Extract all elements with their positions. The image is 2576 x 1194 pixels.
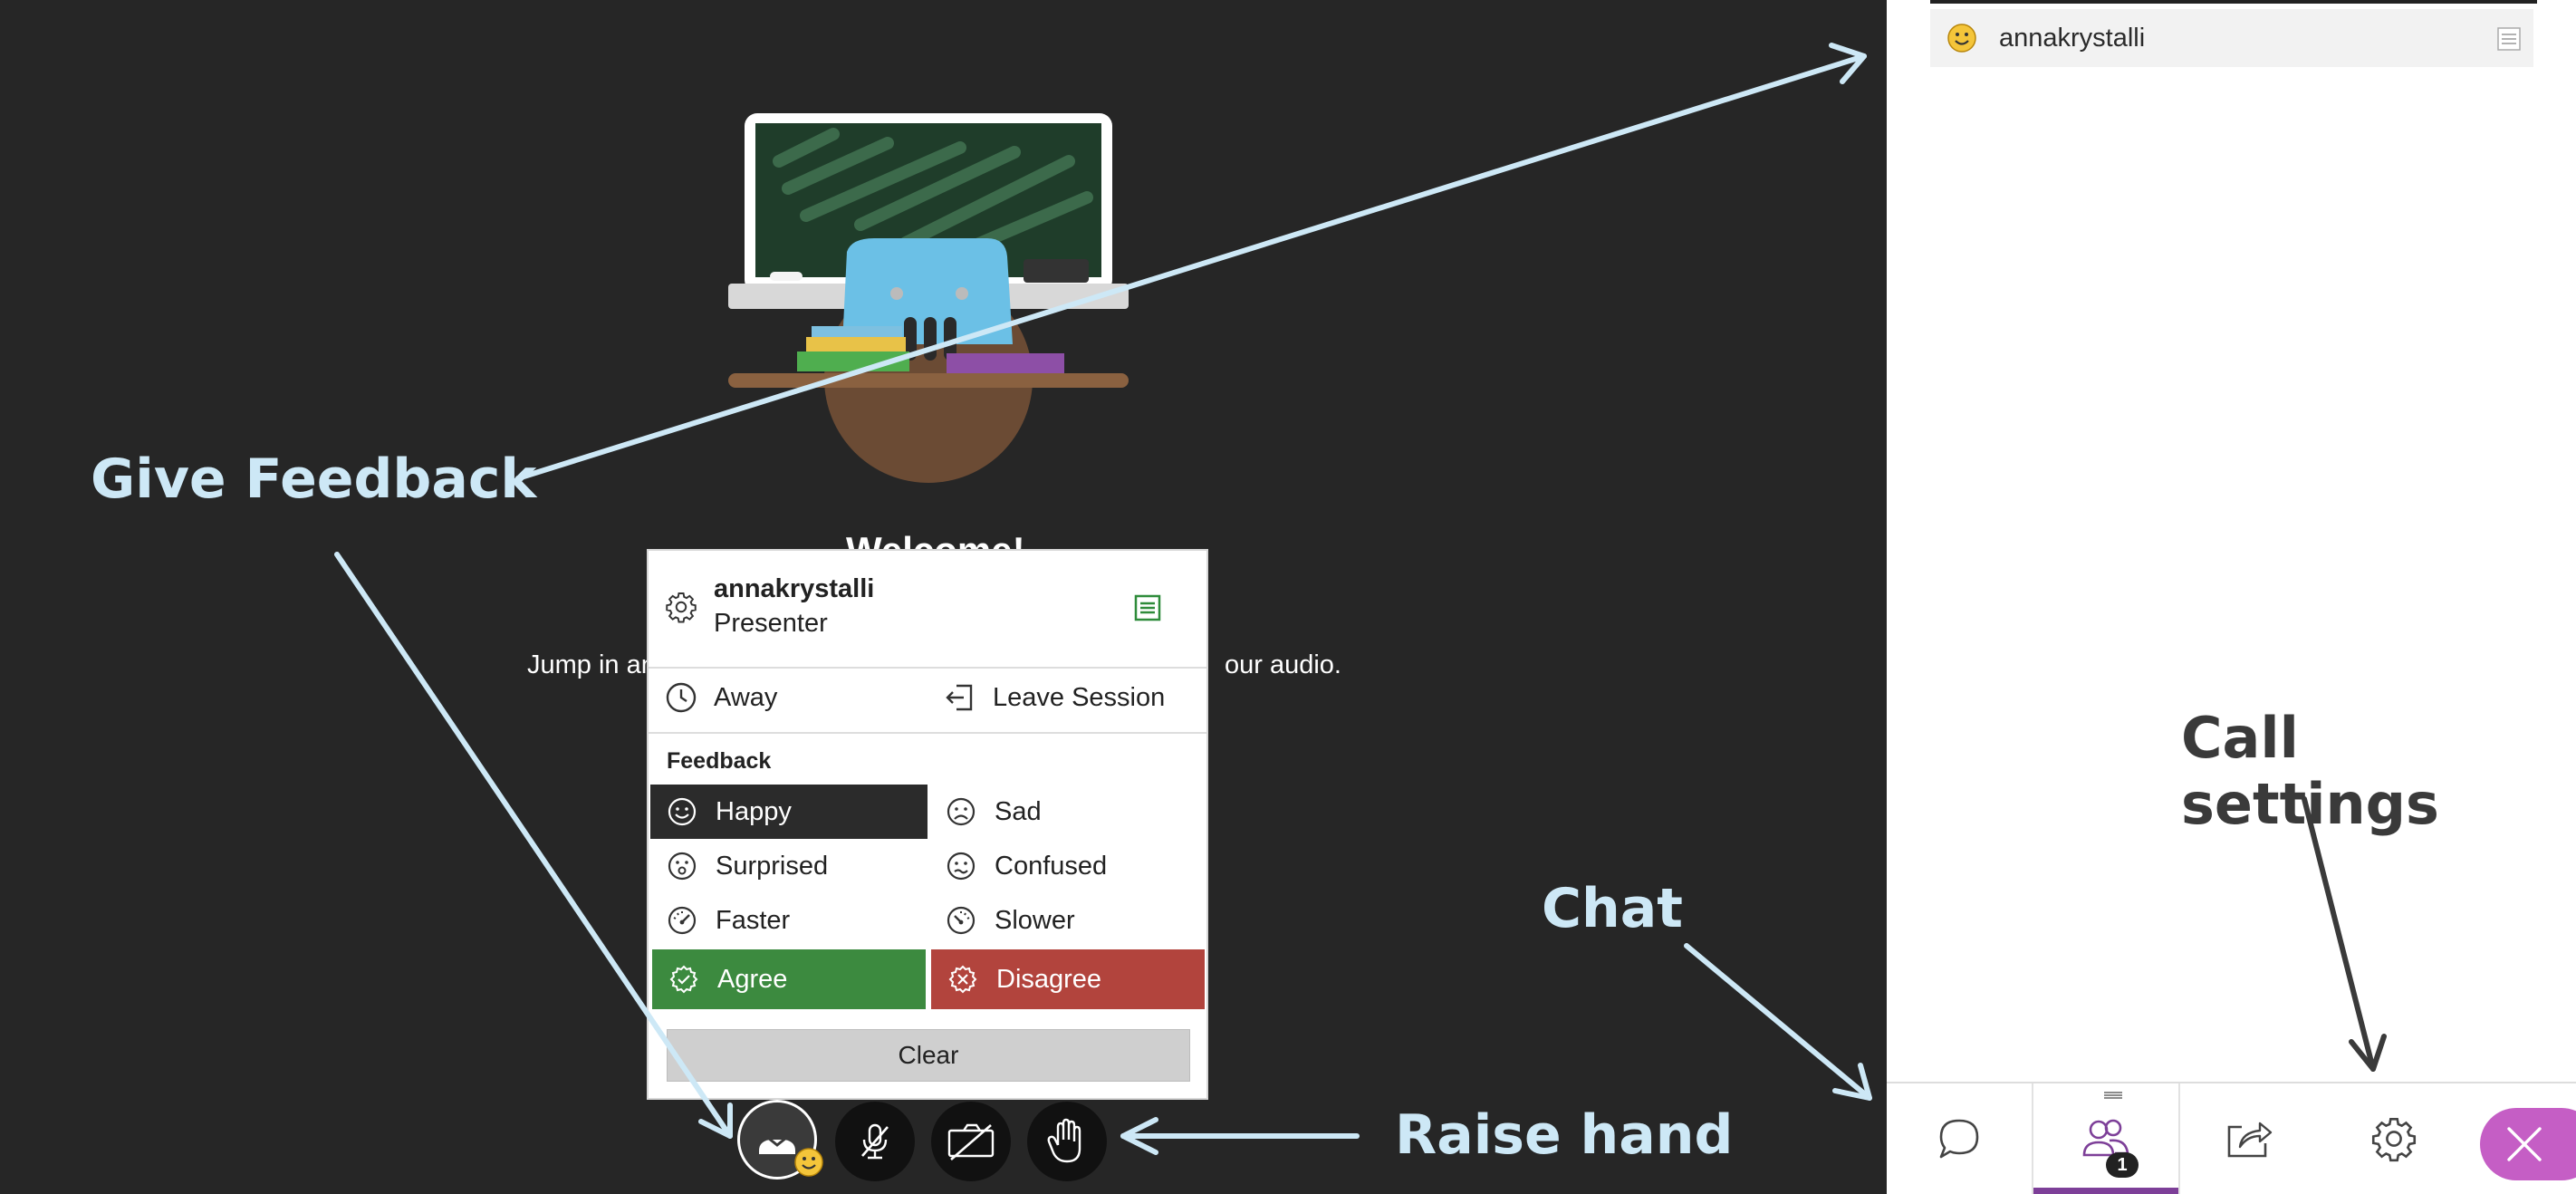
hand-icon	[1047, 1118, 1081, 1163]
surprised-label: Surprised	[716, 851, 829, 881]
participant-row[interactable]: annakrystalli	[1930, 9, 2533, 67]
speedometer-fast-icon	[668, 906, 697, 935]
close-panel-button[interactable]	[2480, 1108, 2576, 1180]
feedback-to-panel-arrow	[515, 43, 1867, 481]
feedback-confused[interactable]: Confused	[929, 839, 1206, 893]
tab-share-content[interactable]	[2177, 1083, 2321, 1194]
leave-session-option[interactable]: Leave Session	[944, 681, 1165, 714]
sad-face-icon	[947, 797, 976, 826]
clear-feedback-button[interactable]: Clear	[667, 1029, 1190, 1082]
tab-settings[interactable]	[2321, 1083, 2466, 1194]
clock-icon	[666, 682, 697, 713]
feedback-surprised[interactable]: Surprised	[650, 839, 928, 893]
confused-label: Confused	[995, 851, 1108, 881]
surprised-face-icon	[668, 852, 697, 881]
share-content-icon	[2227, 1122, 2273, 1158]
agree-label: Agree	[717, 964, 788, 994]
main-stage: Welcome! Jump in an our audio. annakryst…	[527, 107, 1341, 1181]
chat-bubble-icon	[1939, 1119, 1979, 1159]
slower-label: Slower	[995, 905, 1075, 935]
disagree-badge-icon	[948, 965, 977, 994]
status-actions: Away Leave Session	[649, 669, 1206, 734]
feedback-to-button-arrow	[334, 552, 733, 1139]
list-icon[interactable]	[1134, 594, 1161, 621]
annotation-chat: Chat	[1542, 877, 1683, 940]
feedback-agree[interactable]: Agree	[652, 949, 926, 1009]
tab-attendees[interactable]: 1	[2032, 1083, 2180, 1194]
classroom-illustration	[728, 107, 1129, 483]
avatar-icon	[759, 1136, 795, 1154]
gear-icon	[2371, 1118, 2417, 1162]
agree-badge-icon	[669, 965, 698, 994]
drag-handle-icon[interactable]	[2104, 1091, 2122, 1100]
happy-label: Happy	[716, 796, 792, 826]
speedometer-slow-icon	[947, 906, 976, 935]
panel-divider	[1930, 0, 2537, 4]
list-icon[interactable]	[2497, 27, 2521, 51]
raise-hand-arrow	[1120, 1117, 1360, 1155]
annotation-call-settings: Call settings	[2181, 705, 2439, 837]
faster-label: Faster	[716, 905, 791, 935]
chat-arrow	[1684, 943, 1872, 1101]
away-option[interactable]: Away	[665, 681, 777, 714]
microphone-muted-icon	[861, 1123, 889, 1160]
feedback-slower[interactable]: Slower	[929, 893, 1206, 948]
welcome-subtitle-end: our audio.	[1225, 650, 1341, 679]
menu-header: annakrystalli Presenter	[649, 551, 1206, 669]
attendee-count-badge: 1	[2106, 1152, 2139, 1178]
confused-face-icon	[947, 852, 976, 881]
camera-off-icon	[947, 1123, 995, 1160]
welcome-subtitle: Jump in an	[527, 650, 656, 679]
tab-chat[interactable]	[1887, 1083, 2032, 1194]
participant-name: annakrystalli	[1999, 23, 2146, 53]
participants-panel: annakrystalli	[1887, 0, 2576, 1194]
smiley-icon	[794, 1148, 823, 1177]
microphone-button[interactable]	[835, 1102, 915, 1181]
panel-tab-bar: 1	[1887, 1082, 2576, 1194]
leave-icon	[946, 684, 973, 711]
feedback-happy[interactable]: Happy	[650, 785, 928, 839]
gear-icon[interactable]	[665, 591, 697, 623]
raise-hand-button[interactable]	[1027, 1102, 1107, 1181]
smiley-icon	[1947, 24, 1976, 53]
close-icon	[2507, 1127, 2542, 1161]
feedback-faster[interactable]: Faster	[650, 893, 928, 948]
annotation-give-feedback: Give Feedback	[91, 448, 537, 511]
annotation-raise-hand: Raise hand	[1395, 1103, 1734, 1167]
happy-face-icon	[668, 797, 697, 826]
menu-username: annakrystalli	[714, 574, 875, 603]
feedback-sad[interactable]: Sad	[929, 785, 1206, 839]
call-settings-arrow	[2302, 796, 2387, 1072]
sad-label: Sad	[995, 796, 1042, 826]
away-label: Away	[714, 682, 778, 712]
leave-session-label: Leave Session	[993, 682, 1166, 712]
menu-role: Presenter	[714, 609, 828, 638]
status-feedback-menu: annakrystalli Presenter Away Leave Sessi…	[647, 549, 1208, 1100]
active-tab-indicator	[2033, 1188, 2178, 1194]
feedback-disagree[interactable]: Disagree	[931, 949, 1205, 1009]
feedback-heading: Feedback	[667, 748, 772, 774]
disagree-label: Disagree	[996, 964, 1102, 994]
camera-button[interactable]	[931, 1102, 1011, 1181]
